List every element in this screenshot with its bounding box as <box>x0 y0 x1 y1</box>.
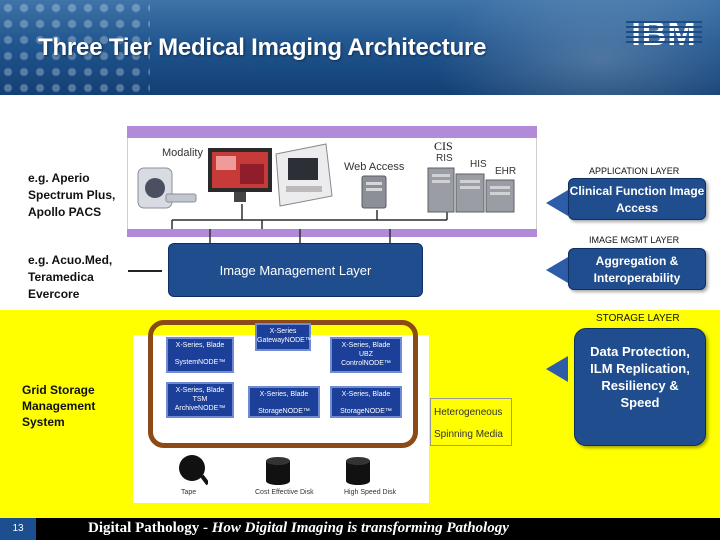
blade-line: UBZ <box>359 351 373 358</box>
blade-line: X-Series <box>269 328 297 335</box>
page-number: 13 <box>0 518 36 540</box>
storage-callout: Data Protection, ILM Replication, Resili… <box>574 328 706 446</box>
blade-line: StorageNODE™ <box>340 408 392 415</box>
application-callout: Clinical Function Image Access <box>568 178 706 220</box>
application-layer-label: APPLICATION LAYER <box>589 166 680 176</box>
footer-title-italic: How Digital Imaging is transforming Path… <box>211 520 509 536</box>
management-pointer-line <box>128 270 162 272</box>
blade-line: SystemNODE™ <box>174 359 226 366</box>
tape-label: Tape <box>181 489 197 496</box>
ehr-label: EHR <box>495 166 517 177</box>
blade-line: ArchiveNODE™ <box>174 405 226 412</box>
footer-title-plain: Digital Pathology - <box>88 520 212 536</box>
cost-effective-disk-label: Cost Effective Disk <box>255 489 314 496</box>
management-arrow-icon <box>546 257 568 283</box>
ct-scanner-icon <box>137 167 197 209</box>
server-rack-icon <box>427 167 515 213</box>
application-arrow-icon <box>546 190 568 216</box>
gateway-node-blade: X-Series GatewayNODE™ <box>255 323 312 351</box>
heterogeneous-label: Heterogeneous <box>434 407 503 418</box>
grid-frame <box>148 320 418 448</box>
header-glow <box>420 0 720 95</box>
system-node-blade: X-Series, Blade SystemNODE™ <box>166 337 234 373</box>
control-node-blade: X-Series, Blade UBZ ControlNODE™ <box>330 337 402 373</box>
spinning-media-label: Spinning Media <box>434 429 503 440</box>
blade-line: StorageNODE™ <box>258 408 310 415</box>
network-lines <box>171 204 448 230</box>
web-access-label: Web Access <box>344 161 405 173</box>
blade-line: X-Series, Blade <box>341 342 391 349</box>
storage-node-blade-2: X-Series, Blade StorageNODE™ <box>330 386 402 418</box>
mgmt-connectors <box>209 229 391 245</box>
application-band-top <box>127 126 537 138</box>
header-banner: Three Tier Medical Imaging Architecture … <box>0 0 720 95</box>
blade-line: X-Series, Blade <box>175 387 225 394</box>
blade-line: TSM <box>192 396 208 403</box>
modality-label: Modality <box>162 147 203 159</box>
ris-label: RIS <box>436 153 453 164</box>
workstation-monitor-icon <box>208 148 272 202</box>
management-example-label: e.g. Acuo.Med, Teramedica Evercore <box>28 253 113 301</box>
grid-storage-label: Grid Storage Management System <box>22 383 96 429</box>
ibm-logo: IBM <box>626 15 702 52</box>
tape-icon <box>179 455 208 486</box>
his-label: HIS <box>470 159 487 170</box>
footer-bar <box>0 518 720 540</box>
cis-label: CIS <box>434 139 453 153</box>
image-management-layer-box: Image Management Layer <box>168 243 423 297</box>
storage-arrow-icon <box>546 356 568 382</box>
management-callout: Aggregation & Interoperability <box>568 248 706 290</box>
high-speed-disk-label: High Speed Disk <box>344 489 397 496</box>
blade-line: X-Series, Blade <box>259 391 309 398</box>
footer-title: Digital Pathology - How Digital Imaging … <box>88 520 509 537</box>
cost-effective-disk-icon <box>266 457 290 485</box>
heterogeneous-box <box>430 398 512 446</box>
slide-scanner-icon <box>275 143 333 207</box>
management-band-top <box>127 229 537 237</box>
header-dot-pattern <box>0 0 150 95</box>
web-server-icon <box>361 175 387 209</box>
blade-line: GatewayNODE™ <box>257 337 312 344</box>
blade-line: ControlNODE™ <box>341 360 391 367</box>
page-title: Three Tier Medical Imaging Architecture <box>38 34 487 61</box>
application-example-label: e.g. Aperio Spectrum Plus, Apollo PACS <box>28 171 116 219</box>
blade-line: X-Series, Blade <box>341 391 391 398</box>
storage-node-blade-1: X-Series, Blade StorageNODE™ <box>248 386 320 418</box>
application-panel: Modality Web Access CIS <box>127 138 537 230</box>
image-mgmt-layer-label: IMAGE MGMT LAYER <box>589 235 680 245</box>
storage-layer-label: STORAGE LAYER <box>596 313 680 324</box>
svg-text:IBM: IBM <box>631 15 696 52</box>
archive-node-blade: X-Series, Blade TSM ArchiveNODE™ <box>166 382 234 418</box>
blade-line: X-Series, Blade <box>175 342 225 349</box>
high-speed-disk-icon <box>346 457 370 485</box>
